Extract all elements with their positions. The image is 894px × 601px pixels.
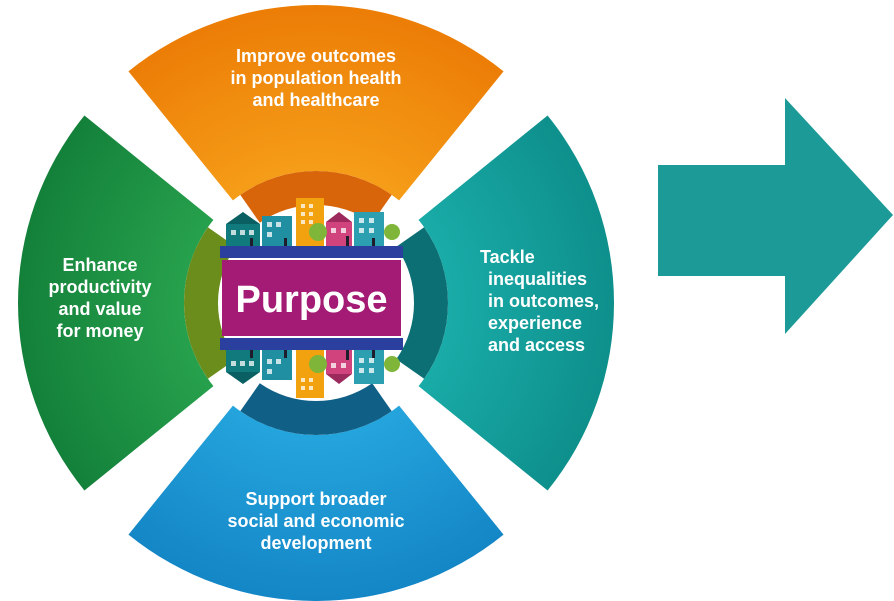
- town-buildings-illustration: Purpose: [220, 198, 403, 398]
- inner-ring-top: [240, 170, 392, 223]
- segment-right-label-line: inequalities: [488, 269, 587, 289]
- lower-buildings: [226, 350, 400, 398]
- segment-top-label-line: and healthcare: [252, 90, 379, 110]
- segment-left-label-line: Enhance: [62, 255, 137, 275]
- upper-buildings: [226, 198, 400, 246]
- inner-ring-right: [396, 227, 449, 379]
- segment-left-label-line: and value: [58, 299, 141, 319]
- segment-left: [17, 115, 214, 491]
- segment-top-label-line: in population health: [231, 68, 402, 88]
- segment-bottom-label-line: social and economic: [227, 511, 404, 531]
- top-band: [220, 246, 403, 258]
- inner-ring-bottom: [240, 383, 392, 436]
- segment-bottom: [128, 405, 504, 601]
- segment-top-label-line: Improve outcomes: [236, 46, 396, 66]
- bottom-band: [220, 338, 403, 350]
- segment-bottom-label-line: Support broader: [245, 489, 386, 509]
- segment-right-label-line: and access: [488, 335, 585, 355]
- arrow-right-icon: [658, 98, 893, 334]
- purpose-box: [222, 260, 401, 336]
- segment-right-label-line: in outcomes,: [488, 291, 599, 311]
- segment-right-label-line: Tackle: [480, 247, 535, 267]
- segment-top: [128, 4, 504, 201]
- segment-left-label-line: for money: [56, 321, 143, 341]
- purpose-label: Purpose: [235, 279, 387, 321]
- segment-right-label-line: experience: [488, 313, 582, 333]
- segment-bottom-label-line: development: [260, 533, 371, 553]
- segment-left-label-line: productivity: [48, 277, 151, 297]
- segment-right: [418, 115, 615, 491]
